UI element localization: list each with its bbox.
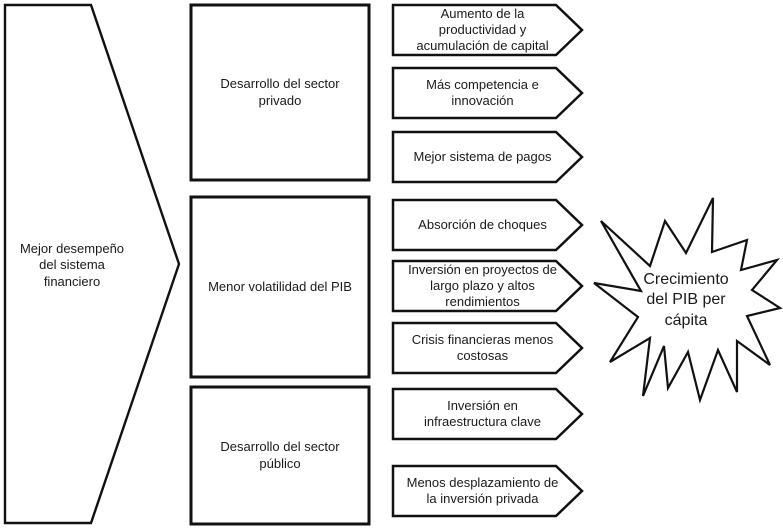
financial-system-pentagon	[3, 3, 181, 525]
public-sector-box	[189, 385, 371, 526]
productivity-arrow-label: Aumento de la productividad y acumulació…	[416, 5, 549, 54]
gdp-volatility-box	[189, 195, 371, 379]
gdp-growth-label: Crecimiento del PIB per cápita	[643, 270, 729, 329]
crowding-out-arrow	[391, 464, 584, 518]
gdp-volatility-label: Menor volatilidad del PIB	[208, 278, 352, 294]
competition-arrow-label: Más competencia e innovación	[426, 76, 539, 108]
infrastructure-arrow-label: Inversión en infraestructura clave	[423, 397, 542, 429]
infrastructure-arrow	[391, 387, 584, 441]
shock-absorption-arrow-label: Absorción de choques	[418, 216, 547, 232]
financial-system-label: Mejor desempeño del sistema financiero	[19, 241, 125, 289]
crowding-out-arrow-label: Menos desplazamiento de la inversión pri…	[406, 474, 559, 506]
crisis-cost-arrow	[391, 321, 584, 375]
long-term-investment-arrow	[391, 259, 584, 313]
payment-system-arrow-label: Mejor sistema de pagos	[413, 148, 552, 164]
payment-system-arrow	[391, 130, 584, 184]
competition-arrow	[391, 66, 584, 120]
productivity-arrow	[391, 3, 584, 57]
shock-absorption-arrow	[391, 198, 584, 252]
long-term-investment-arrow-label: Inversión en proyectos de largo plazo y …	[408, 261, 557, 310]
crisis-cost-arrow-label: Crisis financieras menos costosas	[411, 331, 554, 363]
gdp-growth-starburst	[593, 197, 783, 404]
private-sector-box	[189, 3, 371, 182]
private-sector-label: Desarrollo del sector privado	[220, 76, 340, 108]
public-sector-label: Desarrollo del sector público	[220, 439, 340, 471]
